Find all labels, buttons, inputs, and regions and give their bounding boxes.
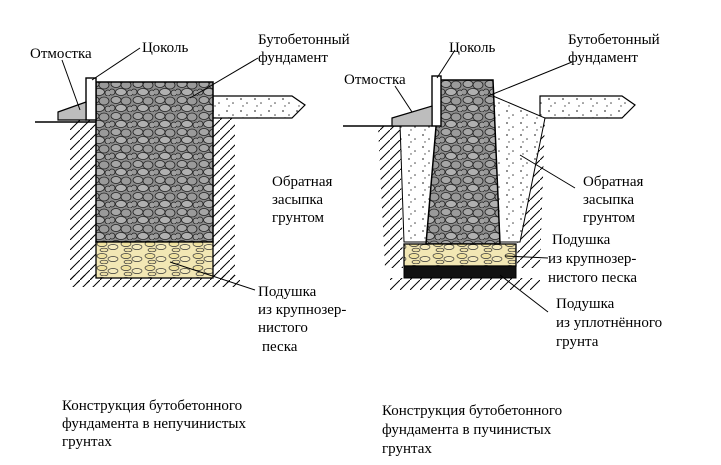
right-diagram: Отмостка Цоколь Бутобетонный фундамент О…	[343, 32, 662, 457]
right-label-compacted-2: из уплотнённого	[556, 315, 662, 331]
right-label-backfill-3: грунтом	[583, 210, 636, 226]
left-caption-2: фундамента в непучинистых	[62, 416, 246, 432]
right-label-foundation-1: Бутобетонный	[568, 32, 660, 48]
left-foundation	[95, 81, 214, 243]
left-label-backfill-3: грунтом	[272, 210, 325, 226]
left-label-foundation-1: Бутобетонный	[258, 32, 350, 48]
left-label-backfill-2: засыпка	[272, 192, 323, 208]
right-leader-sand	[504, 255, 549, 259]
left-leader-otmostka	[61, 59, 81, 111]
right-label-foundation-2: фундамент	[568, 50, 638, 66]
left-soil-left	[70, 118, 96, 283]
left-label-otmostka: Отмостка	[30, 46, 92, 62]
right-leader-compacted	[499, 274, 549, 313]
right-label-sand-3: нистого песка	[548, 270, 637, 286]
right-label-backfill-2: засыпка	[583, 192, 634, 208]
left-label-cushion-3: нистого	[258, 320, 308, 336]
right-leader-backfill	[519, 154, 576, 189]
left-label-cushion-1: Подушка	[258, 284, 317, 300]
right-caption-1: Конструкция бутобетонного	[382, 403, 562, 419]
right-compacted-cushion	[403, 265, 517, 279]
left-label-cushion-2: из крупнозер-	[258, 302, 346, 318]
right-label-compacted-3: грунта	[556, 334, 599, 350]
right-leader-tsokol	[436, 49, 456, 79]
right-sand-cushion	[403, 243, 517, 267]
right-otmostka	[391, 105, 433, 127]
right-caption-2: фундамента в пучинистых	[382, 422, 552, 438]
left-otmostka	[57, 101, 87, 121]
left-soil-right	[213, 118, 235, 283]
right-caption-3: грунтах	[382, 441, 432, 457]
right-label-backfill-1: Обратная	[583, 174, 643, 190]
right-leader-otmostka	[394, 85, 413, 113]
right-soil-bottom	[390, 278, 540, 290]
right-label-compacted-1: Подушка	[556, 296, 615, 312]
right-ground-right	[539, 95, 636, 119]
left-sand-cushion	[95, 241, 214, 279]
right-label-otmostka: Отмостка	[344, 72, 406, 88]
right-leader-foundation	[487, 61, 573, 97]
left-leader-foundation	[189, 57, 259, 99]
left-label-backfill-1: Обратная	[272, 174, 332, 190]
left-caption-3: грунтах	[62, 434, 112, 450]
left-label-foundation-2: фундамент	[258, 50, 328, 66]
left-label-tsokol: Цоколь	[142, 40, 188, 56]
left-diagram: Отмостка Цоколь Бутобетонный фундамент О…	[30, 32, 350, 450]
left-leader-tsokol	[91, 47, 141, 81]
left-caption-1: Конструкция бутобетонного	[62, 398, 242, 414]
left-tsokol	[85, 77, 97, 121]
left-ground-right	[212, 95, 306, 119]
right-soil-left	[378, 126, 403, 268]
right-label-sand-2: из крупнозер-	[548, 251, 636, 267]
right-label-sand-1: Подушка	[552, 232, 611, 248]
left-label-cushion-4: песка	[262, 339, 298, 355]
left-leader-cushion	[169, 261, 256, 291]
right-tsokol	[431, 75, 442, 127]
right-label-tsokol: Цоколь	[449, 40, 495, 56]
